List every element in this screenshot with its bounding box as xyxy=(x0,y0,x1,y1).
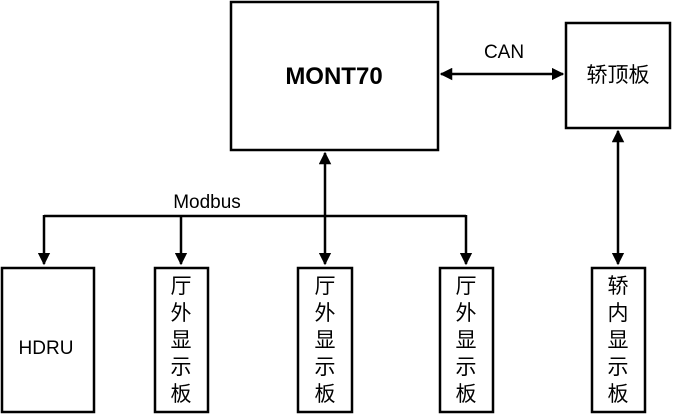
hdru-box xyxy=(0,266,96,414)
hall-display-char: 示 xyxy=(456,355,477,379)
hall-display-label: 厅 外 显 示 板 xyxy=(315,274,336,406)
hall-display-box xyxy=(438,266,495,414)
hall-display-label: 厅 外 显 示 板 xyxy=(456,274,477,406)
hall-display-char: 板 xyxy=(456,382,477,406)
hall-display-char: 外 xyxy=(171,301,192,325)
hall-display-char: 显 xyxy=(315,328,336,352)
hall-display-char: 示 xyxy=(171,355,192,379)
hall-display-char: 厅 xyxy=(456,274,477,298)
hall-display-char: 外 xyxy=(456,301,477,325)
hall-display-box xyxy=(153,266,210,414)
hall-display-char: 显 xyxy=(456,328,477,352)
car-display-box xyxy=(590,266,647,414)
car-display-char: 轿 xyxy=(608,274,629,298)
controller-label: MONT70 xyxy=(285,63,382,90)
hall-display-char: 板 xyxy=(171,382,192,406)
hall-display-box xyxy=(296,266,354,414)
hall-display-char: 厅 xyxy=(171,274,192,298)
hall-display-char: 示 xyxy=(315,355,336,379)
car-display-char: 示 xyxy=(608,355,629,379)
hall-display-char: 板 xyxy=(315,382,336,406)
hall-display-char: 厅 xyxy=(315,274,336,298)
car-top-board-box xyxy=(564,21,672,130)
car-display-label: 轿 内 显 示 板 xyxy=(608,274,629,406)
car-display-char: 内 xyxy=(608,301,629,325)
car-display-char: 显 xyxy=(608,328,629,352)
controller-box xyxy=(229,0,440,152)
hall-display-char: 显 xyxy=(171,328,192,352)
hall-display-char: 外 xyxy=(315,301,336,325)
hall-display-label: 厅 外 显 示 板 xyxy=(171,274,192,406)
modbus-bus-label: Modbus xyxy=(173,192,241,213)
car-display-char: 板 xyxy=(608,382,629,406)
car-top-board-label: 轿顶板 xyxy=(587,63,650,87)
hdru-label: HDRU xyxy=(19,338,74,359)
can-link-label: CAN xyxy=(484,42,524,63)
